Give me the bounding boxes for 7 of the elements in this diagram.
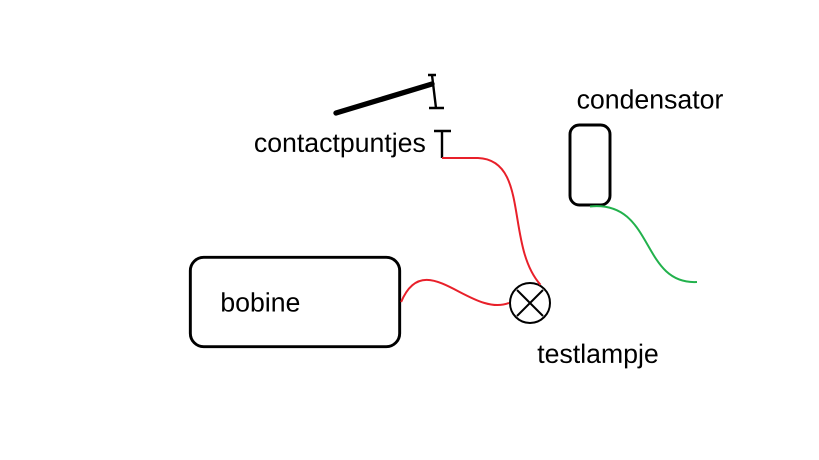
wire <box>442 157 542 286</box>
coil-box: bobine <box>188 256 402 348</box>
wire <box>400 279 510 306</box>
capacitor-label: condensator <box>578 89 723 109</box>
contact-points-label: contactpuntjes <box>255 132 425 158</box>
wire <box>590 205 698 283</box>
lamp-label: testlampje <box>538 344 658 368</box>
